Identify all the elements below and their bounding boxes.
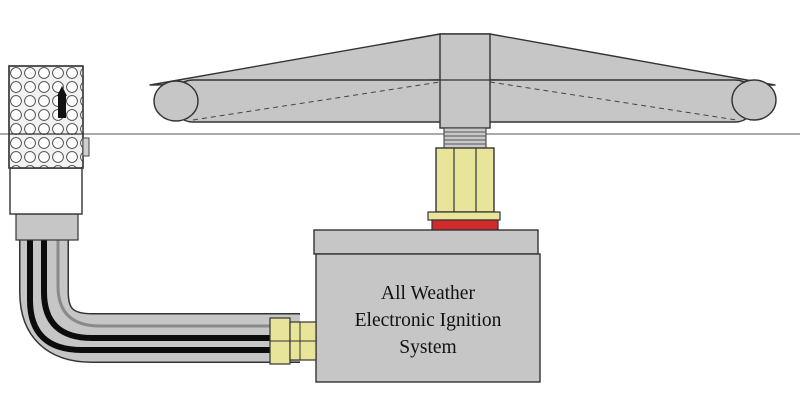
ignition-box — [313, 229, 541, 383]
burner-assembly — [149, 33, 777, 129]
burner-tube-right-end — [731, 79, 777, 121]
igniter-body — [9, 167, 83, 215]
threaded-stem — [443, 127, 487, 149]
electrode — [58, 96, 66, 118]
label-line-2: Electronic Ignition — [354, 310, 502, 331]
burner-tube-left-end — [153, 80, 199, 122]
brass-fitting — [427, 147, 501, 221]
ignition-box-lid — [313, 229, 539, 255]
ignition-box-label: All Weather Electronic Ignition System — [316, 280, 540, 361]
cable — [18, 240, 300, 363]
red-gasket — [431, 219, 499, 231]
ignition-box-body — [315, 253, 541, 383]
burner-hub — [439, 33, 491, 129]
cable-connector — [269, 317, 317, 365]
igniter-housing — [8, 65, 90, 241]
igniter-collar — [15, 213, 79, 241]
label-line-3: System — [399, 337, 457, 358]
label-line-1: All Weather — [381, 283, 475, 304]
